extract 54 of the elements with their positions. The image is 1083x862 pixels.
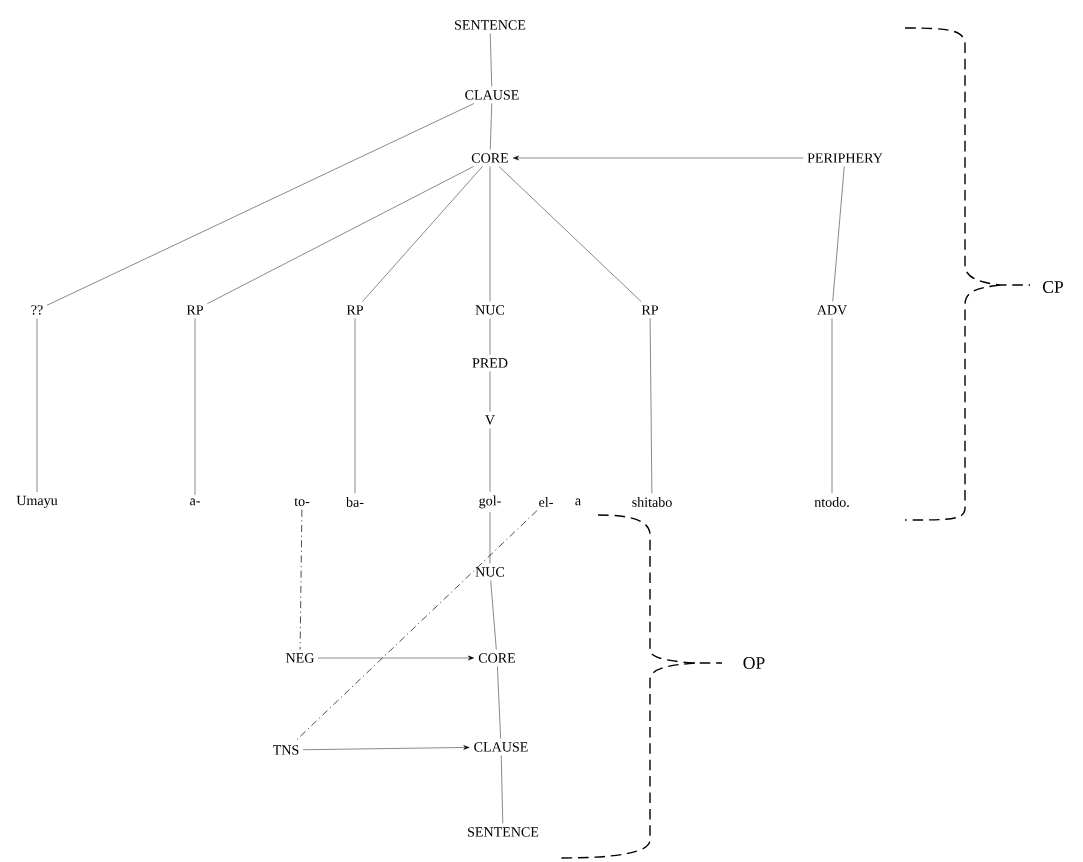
tree-line [354, 318, 356, 494]
tree-label: Umayu [16, 495, 58, 509]
tree-label: NEG [285, 653, 314, 663]
tree-label: ADV [816, 305, 848, 315]
tree-label: CLAUSE [474, 742, 528, 752]
tree-line [46, 103, 475, 306]
tree-line [498, 166, 642, 302]
bracket-label: CP [1042, 281, 1064, 293]
tree-line [299, 509, 303, 650]
tree-line [489, 428, 491, 493]
tree-line [36, 318, 38, 493]
arrow [512, 155, 804, 161]
tree-line [207, 166, 474, 304]
tree-label: ntodo. [814, 497, 849, 507]
tree-label: gol- [479, 495, 501, 509]
tree-label: CORE [478, 653, 516, 663]
tree-label: RP [641, 305, 659, 315]
tree-label: shitabo [632, 497, 672, 507]
tree-label: el- [539, 497, 553, 507]
tree-line [831, 318, 833, 494]
tree-line [649, 318, 653, 494]
tree-line [490, 580, 497, 650]
tree-label: V [485, 415, 495, 425]
tree-label: ba- [346, 497, 364, 507]
tree-line [490, 103, 492, 150]
tree-label: TNS [273, 745, 299, 755]
tree-line [489, 166, 491, 302]
tree-label: RP [186, 305, 204, 315]
bracket-label: OP [743, 657, 765, 669]
tree-label: to- [294, 497, 310, 506]
tree-label: PRED [472, 358, 508, 368]
tree-label: NUC [475, 305, 505, 315]
tree-label: ?? [31, 305, 43, 315]
tree-line [489, 318, 491, 355]
tree-line [500, 755, 504, 824]
tree-line [832, 166, 845, 302]
tree-label: SENTENCE [455, 20, 526, 30]
tree-line [490, 33, 492, 87]
tree-label: a- [190, 498, 200, 506]
tree-label: a [575, 498, 581, 506]
tree-line [497, 666, 501, 739]
arrow [302, 745, 470, 750]
tree-line [362, 166, 483, 302]
tree-line [489, 511, 491, 564]
tree-label: RP [346, 305, 364, 315]
tree-label: CLAUSE [465, 90, 519, 100]
tree-line [294, 510, 538, 742]
tree-label: SENTENCE [468, 827, 539, 837]
tree-label: NUC [475, 567, 505, 577]
tree-label: PERIPHERY [807, 153, 883, 163]
tree-line [194, 318, 196, 496]
tree-label: CORE [471, 153, 509, 163]
arrow [317, 655, 475, 661]
tree-line [489, 371, 491, 412]
